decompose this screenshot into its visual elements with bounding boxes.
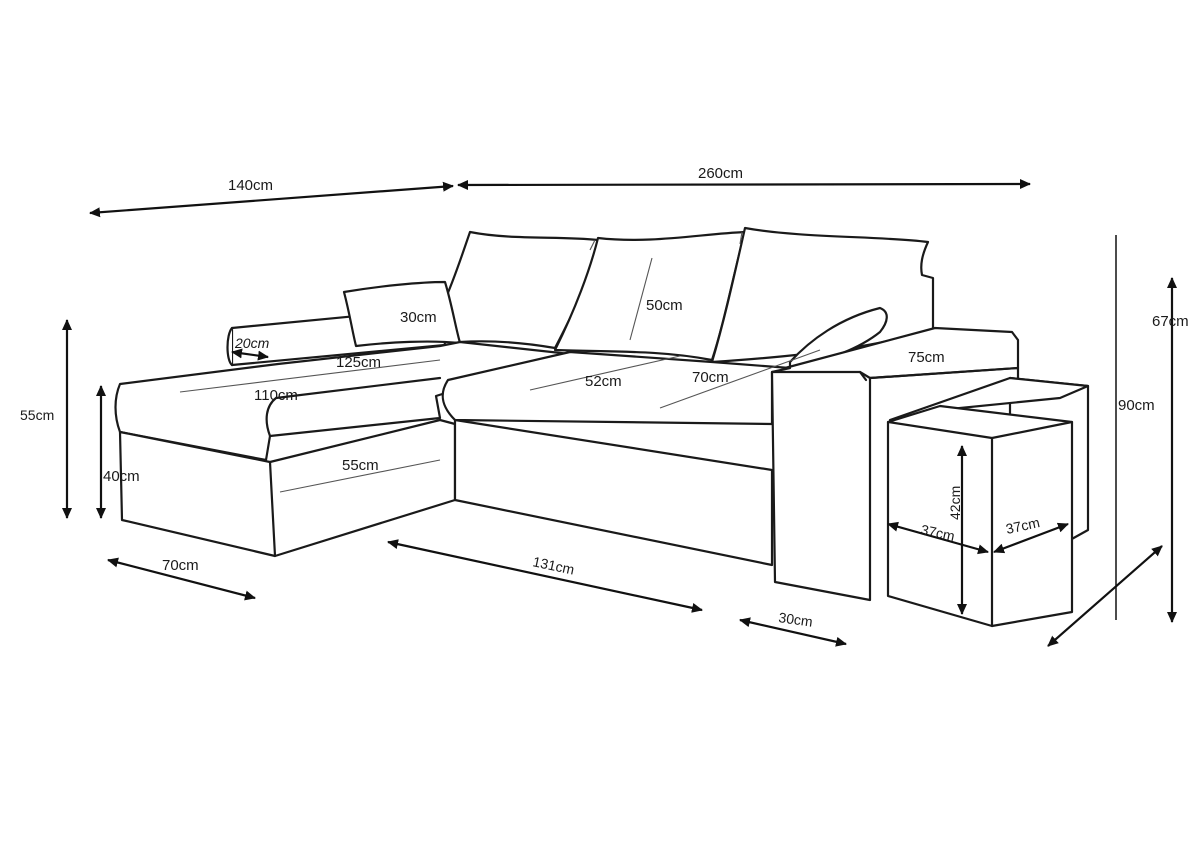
main-base — [453, 418, 774, 567]
pouf-front — [886, 404, 1074, 628]
label-chaise-base: 55cm — [342, 457, 379, 474]
label-seat-depth: 52cm — [585, 373, 622, 390]
label-pouf-height: 42cm — [947, 486, 963, 520]
label-pillow-small: 30cm — [400, 309, 437, 326]
right-armrest — [770, 370, 872, 602]
label-width-right: 260cm — [698, 165, 743, 182]
label-width-left: 140cm — [228, 177, 273, 194]
label-depth-left: 70cm — [162, 557, 199, 574]
label-chaise-length: 125cm — [336, 354, 381, 371]
label-height-back: 90cm — [1118, 397, 1155, 414]
label-pouf-width: 37cm — [919, 521, 956, 544]
label-back-cushion: 50cm — [646, 297, 683, 314]
label-armrest-width: 20cm — [234, 335, 270, 351]
label-chaise-inner: 110cm — [254, 387, 298, 404]
dimension-labels: 140cm 260cm 55cm 40cm 70cm 20cm 30cm 50c… — [20, 165, 1189, 630]
sofa-drawing — [114, 226, 1090, 628]
label-right-arm-length: 75cm — [908, 349, 945, 366]
label-arm-depth: 30cm — [778, 609, 814, 630]
label-pouf-depth: 37cm — [1004, 514, 1041, 537]
main-seat-cushion — [441, 350, 792, 426]
label-height-left-total: 55cm — [20, 407, 54, 423]
label-height-arm: 67cm — [1152, 313, 1189, 330]
label-seat-back-depth: 70cm — [692, 369, 729, 386]
label-height-left-seat: 40cm — [103, 468, 140, 485]
dimension-lines — [62, 179, 1177, 647]
